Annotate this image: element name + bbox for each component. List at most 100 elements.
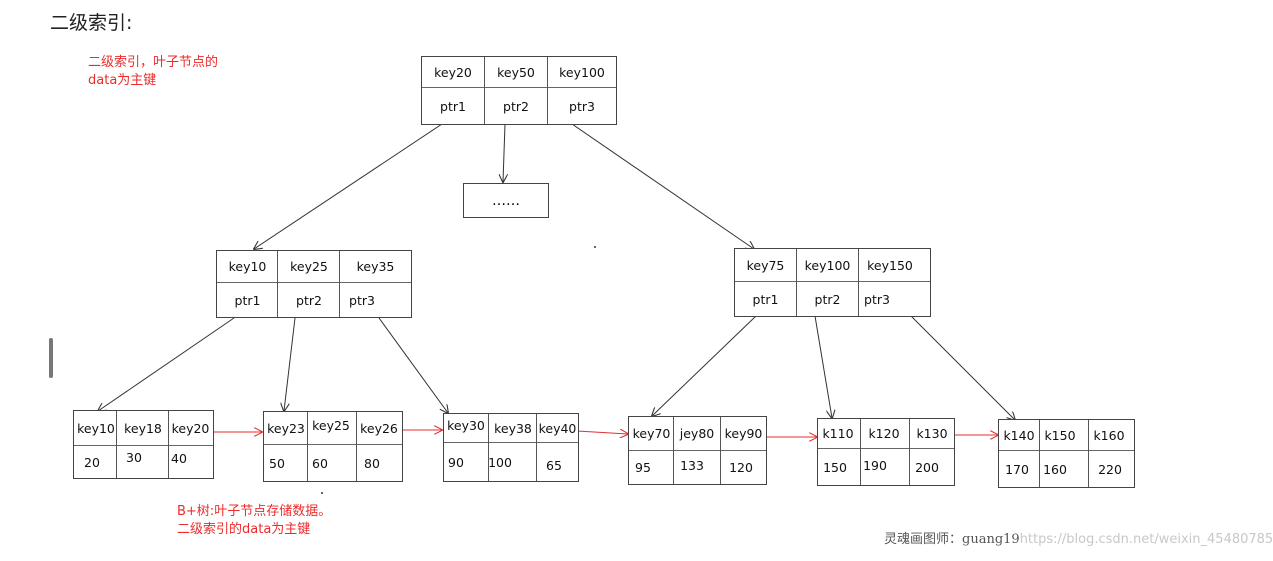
note-line: 二级索引，叶子节点的 <box>88 55 219 70</box>
cell-divider <box>720 417 721 484</box>
leaf-data: 50 <box>269 455 285 471</box>
edge-left-to-leaf3 <box>378 317 448 413</box>
edge-right-to-leaf4 <box>652 315 757 416</box>
leaf-key: key10 <box>77 420 115 436</box>
cell-divider <box>858 249 859 316</box>
cell-divider <box>673 417 674 484</box>
leaf-key: key23 <box>267 420 305 436</box>
leaf-data: 80 <box>364 455 380 471</box>
leaf-data: 170 <box>1005 461 1029 477</box>
cell-divider <box>356 412 357 481</box>
node-pointer: ptr2 <box>814 291 841 307</box>
cell-divider <box>168 411 169 478</box>
node-key: key50 <box>497 64 535 80</box>
page-title: 二级索引: <box>50 12 133 34</box>
leaf-data: 190 <box>863 457 887 473</box>
leaf-key: k160 <box>1093 427 1125 443</box>
secondary-index-note: 二级索引，叶子节点的 data为主键 <box>88 54 218 90</box>
ellipsis-node: …… <box>463 183 549 218</box>
leaf-key: key70 <box>632 426 671 441</box>
node-pointer: ptr1 <box>234 292 261 308</box>
leaf-data: 60 <box>312 455 328 471</box>
scrollbar-handle[interactable] <box>49 338 53 378</box>
leaf-data: 20 <box>84 454 100 470</box>
edge-root-to-middle <box>503 123 505 182</box>
leaf-node: key10 key18 key20 20 30 40 <box>73 410 214 479</box>
note-line: 二级索引的data为主键 <box>177 522 311 537</box>
leaf-key: k110 <box>822 426 854 441</box>
source-url: https://blog.csdn.net/weixin_45480785 <box>1019 532 1273 547</box>
leaf-key: k120 <box>868 426 900 441</box>
node-key: key25 <box>290 259 328 274</box>
cell-divider <box>339 251 340 317</box>
cell-divider <box>909 419 910 485</box>
node-pointer: ptr2 <box>503 98 529 114</box>
leaf-data: 65 <box>546 457 562 473</box>
watermark: 灵魂画图师：guang19https://blog.csdn.net/weixi… <box>884 528 1273 547</box>
stray-dot <box>321 492 323 494</box>
node-key: key75 <box>746 257 785 273</box>
cell-divider <box>1088 420 1089 487</box>
leaf-key: key40 <box>538 420 577 436</box>
leaf-node: k140 k150 k160 170 160 220 <box>998 419 1135 488</box>
edge-left-to-leaf1 <box>98 317 235 411</box>
node-key: key35 <box>356 259 395 274</box>
cell-divider <box>860 419 861 485</box>
node-key: key10 <box>228 259 267 274</box>
leaf-data: 30 <box>126 449 142 465</box>
tree-edges <box>0 123 1220 561</box>
leaf-key: key38 <box>494 420 532 436</box>
edge-right-to-leaf6 <box>910 315 1015 420</box>
leaf-key: k130 <box>916 426 948 441</box>
leaf-key: key26 <box>360 420 398 436</box>
node-pointer: ptr2 <box>296 292 322 308</box>
cell-divider <box>1039 420 1040 487</box>
cell-divider <box>796 249 797 316</box>
internal-node-left: key10 key25 key35 ptr1 ptr2 ptr3 <box>216 250 412 318</box>
root-node: key20 key50 key100 ptr1 ptr2 ptr3 <box>421 56 617 125</box>
leaf-data: 120 <box>729 460 753 475</box>
leaf-key: key30 <box>447 417 485 433</box>
node-pointer: ptr3 <box>569 98 595 114</box>
cell-divider <box>277 251 278 317</box>
leaf-key: k150 <box>1044 427 1076 443</box>
leaf-data: 133 <box>680 458 704 473</box>
internal-node-right: key75 key100 key150 ptr1 ptr2 ptr3 <box>734 248 931 317</box>
leaf-key: key18 <box>124 420 162 436</box>
node-pointer: ptr1 <box>752 291 779 307</box>
leaf-data: 95 <box>635 460 651 475</box>
leaf-data: 100 <box>488 454 512 470</box>
leaf-link-3-4 <box>576 431 628 434</box>
author-credit: 灵魂画图师：guang19 <box>884 532 1020 547</box>
edge-root-to-right <box>571 123 754 249</box>
leaf-node: key70 jey80 key90 95 133 120 <box>628 416 767 485</box>
cell-divider <box>536 414 537 481</box>
note-line: data为主键 <box>88 73 157 88</box>
leaf-node: k110 k120 k130 150 190 200 <box>817 418 955 486</box>
cell-divider <box>307 412 308 481</box>
leaf-node: key30 key38 key40 90 100 65 <box>443 413 579 482</box>
cell-divider <box>547 57 548 124</box>
leaf-data: 160 <box>1043 461 1067 477</box>
leaf-key: key25 <box>312 417 350 433</box>
node-key: key100 <box>559 64 605 80</box>
edge-right-to-leaf5 <box>814 315 832 418</box>
bplus-tree-note: B+树:叶子节点存储数据。 二级索引的data为主键 <box>177 503 331 539</box>
node-key: key100 <box>804 257 851 273</box>
leaf-data: 220 <box>1098 461 1122 477</box>
cell-divider <box>484 57 485 124</box>
stray-dot <box>594 246 596 248</box>
edge-left-to-leaf2 <box>284 317 296 411</box>
cell-divider <box>116 411 117 478</box>
leaf-key: jey80 <box>679 426 715 441</box>
edge-root-to-left <box>254 123 443 249</box>
cell-divider <box>488 414 489 481</box>
leaf-data: 150 <box>823 459 847 475</box>
leaf-key: key20 <box>171 420 210 436</box>
node-pointer: ptr3 <box>349 292 375 308</box>
leaf-key: k140 <box>1003 427 1035 443</box>
leaf-node: key23 key25 key26 50 60 80 <box>263 411 403 482</box>
node-key: key20 <box>434 64 472 80</box>
leaf-data: 40 <box>171 450 187 466</box>
leaf-key: key90 <box>724 426 763 441</box>
